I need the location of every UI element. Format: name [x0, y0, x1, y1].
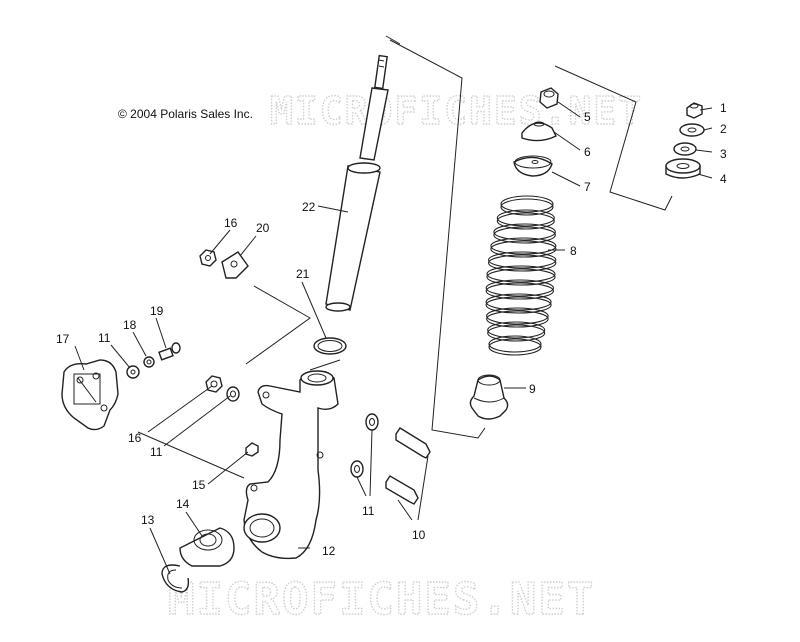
upper-mount-parts — [513, 87, 559, 177]
brake-caliper — [61, 359, 119, 431]
spring-coil — [486, 268, 556, 286]
callout-3: 3 — [720, 147, 727, 161]
snap-ring — [161, 564, 190, 593]
callout-9: 9 — [529, 382, 536, 396]
spring-coil — [488, 251, 557, 269]
spring-coil — [500, 198, 554, 216]
spring-coil — [485, 282, 554, 300]
callout-16-knuckle: 16 — [128, 431, 142, 445]
leader-lines — [74, 101, 713, 575]
spring-coil — [486, 265, 556, 283]
spring-coil — [488, 254, 557, 272]
callout-12: 12 — [322, 544, 336, 558]
copyright-notice: © 2004 Polaris Sales Inc. — [118, 107, 253, 121]
callout-4: 4 — [720, 172, 727, 186]
callout-5: 5 — [584, 110, 591, 124]
strut-bracket-line — [389, 39, 486, 439]
callout-6: 6 — [584, 145, 591, 159]
clip-and-nut — [199, 249, 249, 279]
watermark-bottom: MICROFICHES.NET — [168, 574, 595, 625]
coil-spring — [485, 195, 557, 356]
callout-11-bolts: 11 — [362, 504, 375, 518]
spring-coil — [493, 226, 556, 244]
callout-7: 7 — [584, 180, 591, 194]
spring-coil — [496, 209, 555, 227]
callout-21: 21 — [296, 267, 310, 281]
callout-labels: 1 2 3 4 5 6 7 8 9 10 11 12 13 14 15 16 1… — [56, 101, 727, 558]
spring-coil — [485, 293, 552, 311]
callout-15: 15 — [192, 478, 206, 492]
spring-coil — [490, 240, 557, 258]
spring-coil — [490, 237, 557, 255]
callout-11-knuckle: 11 — [150, 445, 163, 459]
callout-16-top: 16 — [224, 216, 238, 230]
spring-coil — [488, 338, 542, 356]
knuckle-fasteners — [205, 375, 259, 457]
callout-22: 22 — [302, 200, 316, 214]
steering-knuckle — [243, 370, 339, 560]
spring-coil — [487, 324, 546, 342]
hardware-bracket-line — [554, 65, 673, 211]
callout-2: 2 — [720, 122, 727, 136]
callout-1: 1 — [720, 101, 727, 115]
callout-14: 14 — [176, 497, 190, 511]
callout-13: 13 — [141, 513, 155, 527]
bump-stop — [469, 374, 509, 420]
right-hardware-parts — [665, 102, 705, 179]
watermark-top: MICROFICHES.NET — [270, 89, 643, 133]
callout-17: 17 — [56, 332, 70, 346]
caliper-hardware — [126, 342, 181, 379]
strut-bracket-tick — [385, 35, 401, 45]
spring-coil — [488, 335, 542, 353]
strut-bolts — [350, 413, 431, 505]
spring-coil — [486, 307, 549, 325]
callout-19: 19 — [150, 304, 164, 318]
wheel-bearing — [179, 527, 235, 567]
callout-20: 20 — [256, 221, 270, 235]
spring-coil — [485, 296, 552, 314]
callout-18: 18 — [123, 318, 137, 332]
callout-11-caliper: 11 — [98, 331, 111, 345]
spring-coil — [486, 310, 549, 328]
callout-8: 8 — [570, 244, 577, 258]
spring-coil — [496, 212, 555, 230]
spring-coil — [493, 223, 556, 241]
spring-coil — [487, 321, 546, 339]
spring-coil — [485, 279, 554, 297]
callout-10: 10 — [412, 528, 426, 542]
shock-absorber — [325, 54, 389, 312]
spring-coil — [500, 195, 554, 213]
